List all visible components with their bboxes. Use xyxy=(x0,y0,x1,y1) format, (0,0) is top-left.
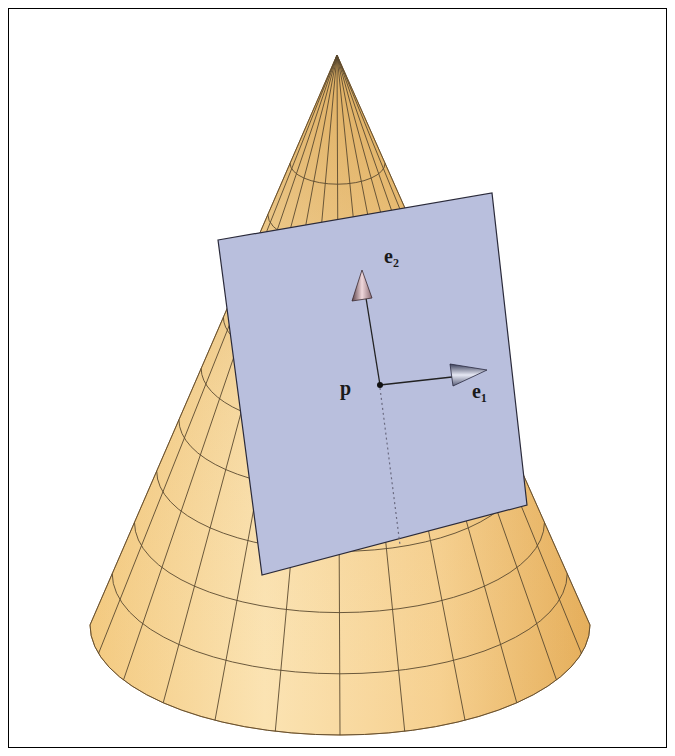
point-label: p xyxy=(340,378,351,398)
cone-shading xyxy=(90,55,590,735)
tangent-plane xyxy=(218,193,527,575)
vector-label: e₂ xyxy=(384,246,399,266)
cone-grid xyxy=(90,55,590,735)
frame xyxy=(9,9,667,748)
cone-surface xyxy=(90,55,590,735)
point-p xyxy=(377,382,383,388)
vector-label: e₁ xyxy=(472,381,487,401)
vector-e2 xyxy=(366,298,380,385)
hidden-line xyxy=(380,388,400,545)
arrowhead-e2 xyxy=(352,270,372,301)
vector-e1 xyxy=(380,377,452,385)
